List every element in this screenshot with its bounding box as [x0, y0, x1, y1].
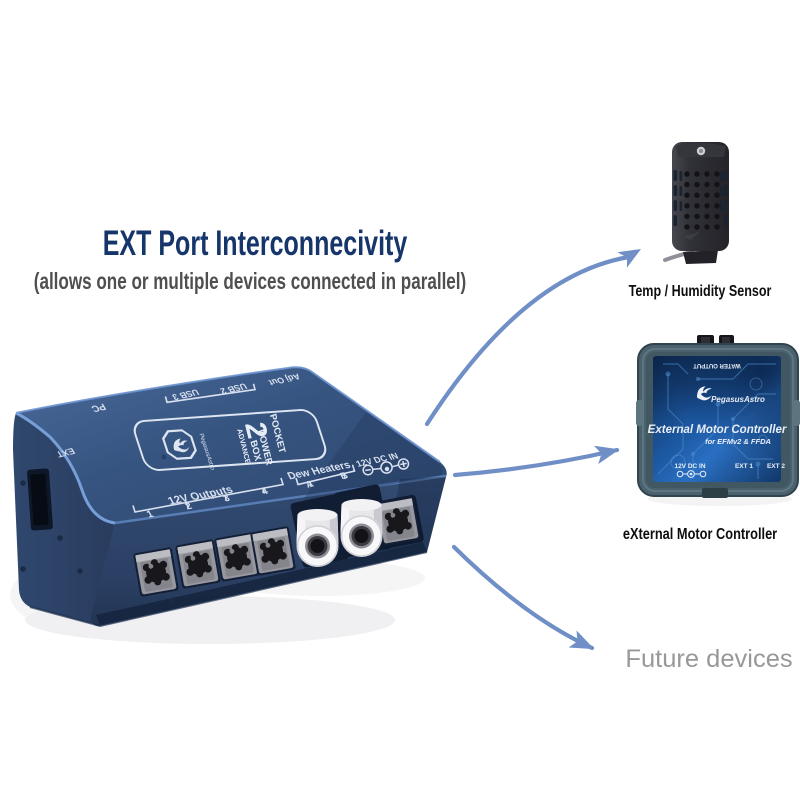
svg-text:1: 1 [145, 509, 156, 520]
svg-text:PegasusAstro: PegasusAstro [711, 395, 765, 404]
svg-text:WATER OUTPUT: WATER OUTPUT [693, 362, 741, 368]
svg-text:12V DC IN: 12V DC IN [674, 463, 705, 470]
svg-text:BOX: BOX [248, 439, 264, 463]
svg-text:EXT 1: EXT 1 [735, 463, 753, 470]
svg-text:EXT: EXT [54, 446, 77, 459]
svg-text:PC: PC [89, 401, 108, 414]
svg-text:4: 4 [259, 486, 270, 497]
svg-text:2: 2 [183, 501, 194, 512]
svg-text:3: 3 [221, 493, 232, 504]
svg-text:EXT 2: EXT 2 [767, 463, 785, 470]
svg-text:External Motor Controller: External Motor Controller [648, 424, 787, 436]
svg-text:A: A [304, 479, 316, 490]
svg-text:for EFMv2 & FFDA: for EFMv2 & FFDA [705, 437, 771, 446]
svg-text:B: B [338, 471, 350, 482]
